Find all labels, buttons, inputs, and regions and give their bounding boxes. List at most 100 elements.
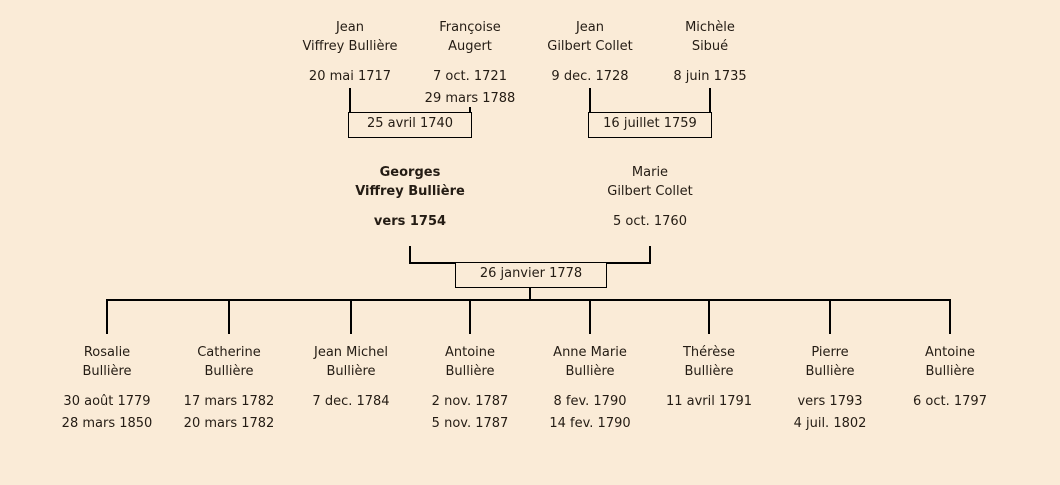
person-name: Jean Michel Bullière [291, 343, 411, 381]
person-jean-gilbert-collet[interactable]: Jean Gilbert Collet 9 dec. 1728 [510, 18, 670, 88]
person-name-line1: Michèle [685, 20, 735, 35]
person-name-line2: Bullière [565, 364, 615, 379]
death-date: 4 juil. 1802 [793, 416, 867, 431]
person-dates: 17 mars 1782 20 mars 1782 [169, 391, 289, 435]
birth-date: 8 fev. 1790 [553, 394, 627, 409]
marriage2-date-box: 16 juillet 1759 [588, 112, 712, 138]
person-georges-viffrey-bulliere[interactable]: Georges Viffrey Bullière vers 1754 [330, 163, 490, 233]
person-name: Thérèse Bullière [649, 343, 769, 381]
person-name-line2: Bullière [445, 364, 495, 379]
child7-line [829, 299, 831, 334]
person-name-line2: Bullière [925, 364, 975, 379]
person-name-line2: Bullière [326, 364, 376, 379]
birth-date: 5 oct. 1760 [613, 214, 687, 229]
birth-date: 7 oct. 1721 [433, 69, 507, 84]
person-dates: 2 nov. 1787 5 nov. 1787 [410, 391, 530, 435]
person-name-line2: Gilbert Collet [607, 184, 693, 199]
person-dates: 8 juin 1735 [630, 66, 790, 88]
children-drop-line [529, 287, 531, 300]
person-dates: vers 1754 [330, 211, 490, 233]
person-antoine-bulliere-1[interactable]: Antoine Bullière 2 nov. 1787 5 nov. 1787 [410, 343, 530, 435]
person-dates: 5 oct. 1760 [570, 211, 730, 233]
person-name-line2: Augert [448, 39, 492, 54]
person-dates: vers 1793 4 juil. 1802 [770, 391, 890, 435]
person-name: Jean Viffrey Bullière [270, 18, 430, 56]
person-pierre-bulliere[interactable]: Pierre Bullière vers 1793 4 juil. 1802 [770, 343, 890, 435]
birth-date: 7 dec. 1784 [312, 394, 390, 409]
person-jean-michel-bulliere[interactable]: Jean Michel Bullière 7 dec. 1784 [291, 343, 411, 413]
person-dates: 7 oct. 1721 29 mars 1788 [390, 66, 550, 110]
person-name-line1: Georges [379, 165, 441, 180]
death-date: 5 nov. 1787 [431, 416, 509, 431]
person-dates: 20 mai 1717 [270, 66, 430, 88]
person-name-line2: Viffrey Bullière [355, 184, 465, 199]
person-name-line2: Bullière [684, 364, 734, 379]
birth-date: 6 oct. 1797 [913, 394, 987, 409]
person-name: Antoine Bullière [410, 343, 530, 381]
person-name-line2: Sibué [691, 39, 729, 54]
child8-line [949, 299, 951, 334]
birth-date: 9 dec. 1728 [551, 69, 629, 84]
child3-line [350, 299, 352, 334]
child2-line [228, 299, 230, 334]
person-name-line2: Bullière [82, 364, 132, 379]
death-date: 14 fev. 1790 [549, 416, 631, 431]
person-name-line1: Catherine [197, 345, 261, 360]
child4-line [469, 299, 471, 334]
person-francoise-augert[interactable]: Françoise Augert 7 oct. 1721 29 mars 178… [390, 18, 550, 110]
person-name-line1: Jean [335, 20, 365, 35]
birth-date: 2 nov. 1787 [431, 394, 509, 409]
person-name: Jean Gilbert Collet [510, 18, 670, 56]
marriage3-date-box: 26 janvier 1778 [455, 262, 607, 288]
person-name: Michèle Sibué [630, 18, 790, 56]
person-antoine-bulliere-2[interactable]: Antoine Bullière 6 oct. 1797 [890, 343, 1010, 413]
birth-date: vers 1754 [373, 214, 447, 229]
person-anne-marie-bulliere[interactable]: Anne Marie Bullière 8 fev. 1790 14 fev. … [530, 343, 650, 435]
person-jean-viffrey-bulliere[interactable]: Jean Viffrey Bullière 20 mai 1717 [270, 18, 430, 88]
children-horizontal-line [106, 299, 951, 301]
person-name: Catherine Bullière [169, 343, 289, 381]
death-date: 28 mars 1850 [61, 416, 153, 431]
birth-date: 20 mai 1717 [308, 69, 392, 84]
death-date: 29 mars 1788 [424, 91, 516, 106]
person-name: Anne Marie Bullière [530, 343, 650, 381]
death-date: 20 mars 1782 [183, 416, 275, 431]
person-name: Françoise Augert [390, 18, 550, 56]
person-name-line2: Bullière [805, 364, 855, 379]
child5-line [589, 299, 591, 334]
person-therese-bulliere[interactable]: Thérèse Bullière 11 avril 1791 [649, 343, 769, 413]
person-name: Pierre Bullière [770, 343, 890, 381]
birth-date: 11 avril 1791 [665, 394, 753, 409]
person-name-line1: Pierre [811, 345, 849, 360]
person-name-line2: Viffrey Bullière [302, 39, 398, 54]
person-rosalie-bulliere[interactable]: Rosalie Bullière 30 août 1779 28 mars 18… [47, 343, 167, 435]
person-catherine-bulliere[interactable]: Catherine Bullière 17 mars 1782 20 mars … [169, 343, 289, 435]
person-dates: 7 dec. 1784 [291, 391, 411, 413]
child1-line [106, 299, 108, 334]
person-name-line1: Antoine [924, 345, 976, 360]
person-name: Rosalie Bullière [47, 343, 167, 381]
person-michele-sibue[interactable]: Michèle Sibué 8 juin 1735 [630, 18, 790, 88]
person-name-line1: Antoine [444, 345, 496, 360]
person-name-line1: Marie [631, 165, 669, 180]
marriage2-left-line [589, 88, 591, 113]
person-name-line1: Anne Marie [553, 345, 627, 360]
person-name-line1: Thérèse [682, 345, 735, 360]
person-name-line1: Jean Michel [314, 345, 388, 360]
person-name: Antoine Bullière [890, 343, 1010, 381]
marriage3-left-line [409, 246, 411, 263]
person-marie-gilbert-collet[interactable]: Marie Gilbert Collet 5 oct. 1760 [570, 163, 730, 233]
marriage1-left-line [349, 88, 351, 113]
birth-date: vers 1793 [797, 394, 863, 409]
person-name: Georges Viffrey Bullière [330, 163, 490, 201]
person-name: Marie Gilbert Collet [570, 163, 730, 201]
person-dates: 30 août 1779 28 mars 1850 [47, 391, 167, 435]
person-dates: 9 dec. 1728 [510, 66, 670, 88]
person-name-line1: Rosalie [83, 345, 131, 360]
person-name-line1: Jean [575, 20, 605, 35]
marriage1-date-box: 25 avril 1740 [348, 112, 472, 138]
marriage2-right-line [709, 88, 711, 113]
child6-line [708, 299, 710, 334]
person-name-line2: Gilbert Collet [547, 39, 633, 54]
